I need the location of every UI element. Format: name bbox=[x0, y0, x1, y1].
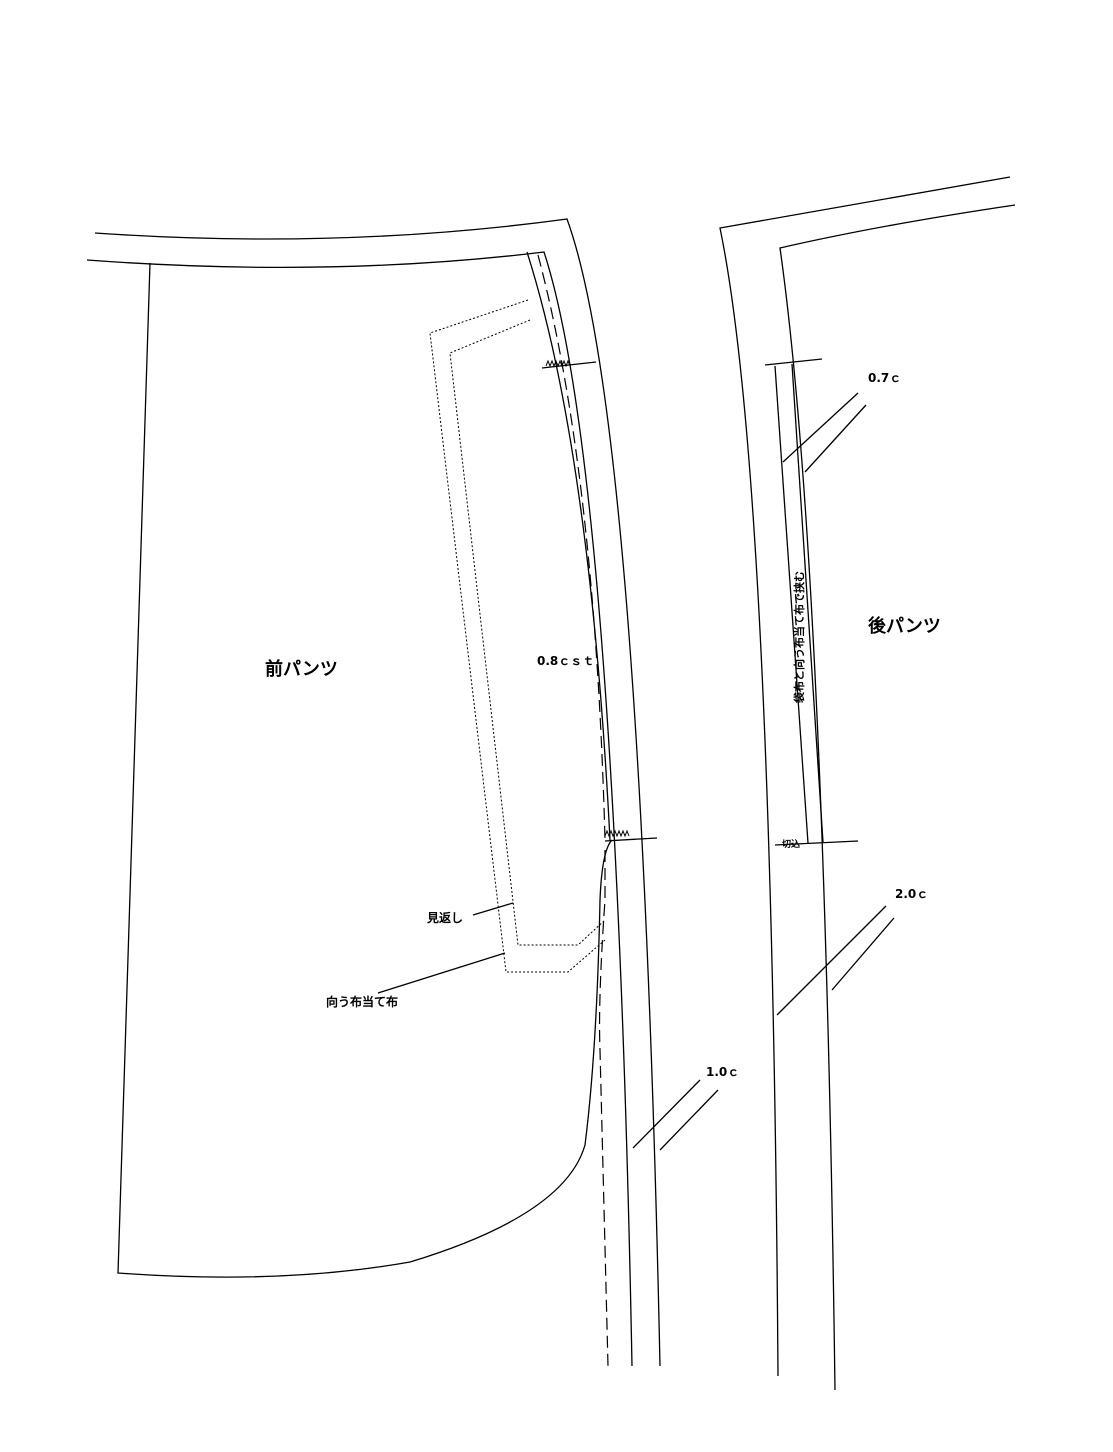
front-seam-leader-b bbox=[659, 1089, 719, 1151]
front-pants-piece: 前パンツ 0.8ｃｓｔ 見返し 向う布当て布 1.0ｃ bbox=[86, 218, 739, 1367]
pocket-facing-leader bbox=[377, 952, 506, 994]
back-pants-title: 後パンツ bbox=[868, 615, 941, 637]
back-small-note: 切込 bbox=[782, 838, 800, 850]
back-seam-inner-line bbox=[774, 365, 809, 844]
front-stitch-label: 0.8ｃｓｔ bbox=[537, 654, 594, 668]
back-waist-inner-line bbox=[779, 204, 1016, 1391]
front-seam-allowance-label: 1.0ｃ bbox=[706, 1065, 739, 1079]
front-seam-line bbox=[526, 251, 611, 841]
back-bottom-leader-a bbox=[776, 905, 887, 1016]
back-notch-top bbox=[764, 358, 823, 366]
front-notch-top bbox=[541, 361, 597, 369]
front-zigzag-top bbox=[545, 359, 571, 368]
pocket-facing-label: 向う布当て布 bbox=[326, 994, 398, 1009]
back-bottom-leader-b bbox=[831, 917, 895, 991]
back-top-leader-a bbox=[782, 392, 859, 463]
front-waist-inner-line bbox=[86, 251, 633, 1367]
front-dashed-stitch-line bbox=[537, 254, 609, 1367]
front-zigzag-bottom bbox=[604, 829, 630, 838]
facing-leader bbox=[472, 902, 514, 916]
front-pants-title: 前パンツ bbox=[265, 658, 338, 680]
back-seam-line-2 bbox=[791, 363, 824, 843]
front-waist-outer-line bbox=[94, 218, 661, 1367]
back-pants-piece: 後パンツ 0.7ｃ 袋布と向う布当て布で挟む 切込 2.0ｃ bbox=[719, 176, 1016, 1391]
back-side-note: 袋布と向う布当て布で挟む bbox=[792, 571, 806, 704]
facing-dotted bbox=[449, 319, 606, 946]
back-top-leader-b bbox=[804, 404, 867, 473]
back-notch-bottom bbox=[774, 840, 859, 846]
back-waist-outer-line bbox=[719, 176, 1011, 1377]
front-seam-leader-a bbox=[632, 1079, 701, 1149]
front-body-outline bbox=[117, 262, 613, 1278]
back-seam-bottom-label: 2.0ｃ bbox=[895, 887, 928, 901]
pocket-facing-dotted bbox=[429, 299, 606, 973]
front-notch-bottom bbox=[604, 837, 658, 842]
facing-label: 見返し bbox=[426, 910, 463, 925]
back-seam-top-label: 0.7ｃ bbox=[868, 371, 901, 385]
